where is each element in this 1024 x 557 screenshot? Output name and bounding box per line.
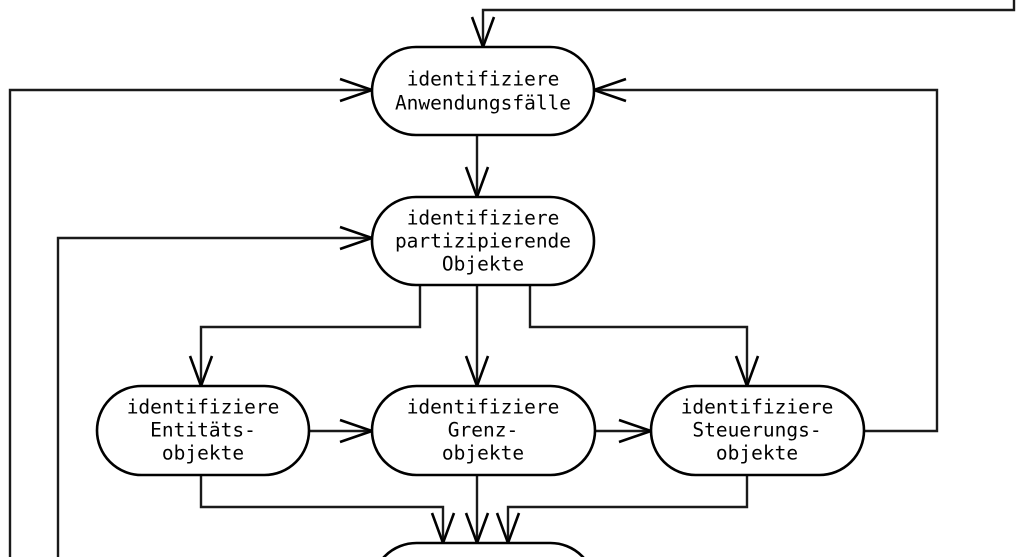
node-shape-entity-objects: [95, 384, 311, 477]
node-identifiziere-partizipierende-objekte[interactable]: identifiziere partizipierende Objekte: [370, 195, 596, 287]
node-label-participating-line3: Objekte: [442, 253, 524, 276]
node-label-entity-line1: identifiziere: [127, 396, 280, 419]
node-layer: identifiziere Anwendungsfälle identifizi…: [95, 45, 866, 557]
edge-control-feedback-to-use-cases: [594, 88, 939, 433]
node-label-participating-line1: identifiziere: [407, 207, 560, 230]
edge-control-to-bottom: [506, 475, 749, 543]
node-label-boundary-line2: Grenz-: [448, 419, 518, 442]
node-label-use-cases-line1: identifiziere: [407, 68, 560, 91]
edge-offscreen-feedback-top-to-use-cases: [481, 0, 1016, 47]
edge-entity-to-bottom: [199, 475, 445, 543]
node-label-entity-line2: Entitäts-: [150, 419, 256, 442]
node-label-control-line1: identifiziere: [681, 396, 834, 419]
edge-participating-to-entity: [199, 285, 422, 386]
node-label-entity-line3: objekte: [162, 442, 244, 465]
node-shape-boundary-objects: [370, 384, 597, 477]
node-label-use-cases-line2: Anwendungsfälle: [395, 92, 571, 115]
node-shape-use-cases: [370, 45, 596, 137]
node-label-participating-line2: partizipierende: [395, 230, 571, 253]
node-identifiziere-entitaetsobjekte[interactable]: identifiziere Entitäts- objekte: [95, 384, 311, 477]
node-shape-participating-objects: [370, 195, 596, 287]
node-bottom-node-cut-off[interactable]: [372, 541, 595, 557]
node-label-control-line2: Steuerungs-: [692, 419, 821, 442]
node-shape-bottom: [382, 541, 585, 557]
node-identifiziere-grenzobjekte[interactable]: identifiziere Grenz- objekte: [370, 384, 597, 477]
node-label-boundary-line3: objekte: [442, 442, 524, 465]
edge-participating-to-control: [528, 285, 749, 386]
node-identifiziere-steuerungsobjekte[interactable]: identifiziere Steuerungs- objekte: [649, 384, 866, 477]
node-label-control-line3: objekte: [716, 442, 798, 465]
edge-offscreen-feedback-left-to-participating: [56, 236, 372, 557]
node-shape-control-objects: [649, 384, 866, 477]
node-label-boundary-line1: identifiziere: [407, 396, 560, 419]
node-identifiziere-anwendungsfaelle[interactable]: identifiziere Anwendungsfälle: [370, 45, 596, 137]
edge-offscreen-feedback-left-to-use-cases: [8, 88, 372, 557]
